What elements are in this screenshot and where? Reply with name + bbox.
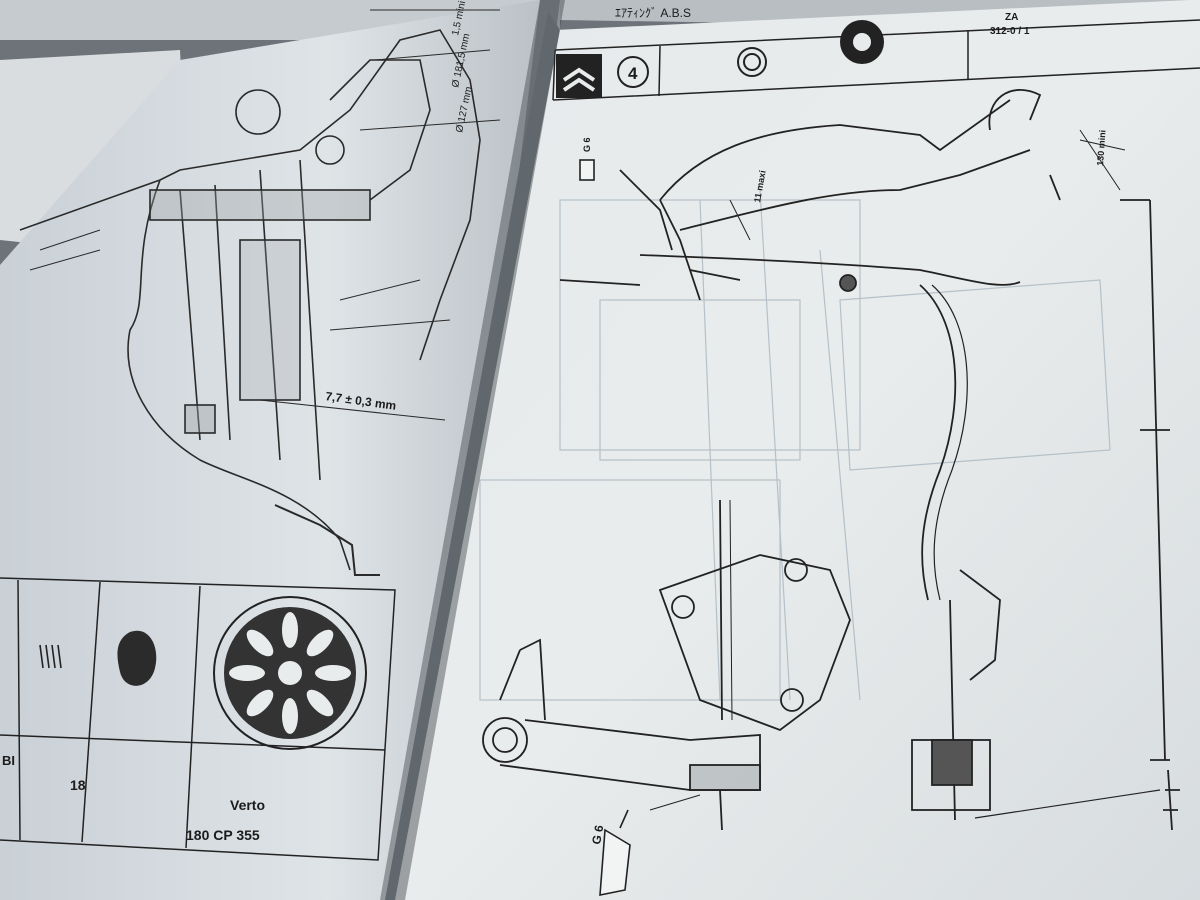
spec-table bbox=[0, 577, 396, 861]
travel-min-dimension: 130 mini bbox=[1095, 129, 1107, 166]
pedal-cable-drawing bbox=[559, 89, 1180, 831]
clutch-disc-dark-icon bbox=[840, 20, 884, 64]
svg-text:4: 4 bbox=[628, 64, 638, 83]
color-value: Verto bbox=[230, 797, 265, 813]
mounting-bracket-drawing bbox=[482, 499, 851, 831]
right-page: 4 ZA 312-0 / 1 bbox=[385, 0, 1200, 900]
background-text: ｴｱﾃｨﾝｸﾞ A.B.S bbox=[615, 6, 691, 20]
citroen-logo bbox=[556, 54, 602, 98]
clutch-disc-small-icon bbox=[737, 47, 767, 77]
grease-tube-icon bbox=[579, 159, 631, 896]
clutch-disc-icon bbox=[213, 596, 367, 750]
table-cell-partial: BI bbox=[2, 753, 15, 768]
section-number-badge: 4 bbox=[617, 56, 649, 88]
part-code-value: 180 CP 355 bbox=[186, 827, 260, 843]
grease-label-bottom: G 6 bbox=[589, 824, 606, 846]
quantity-value: 18 bbox=[70, 777, 86, 793]
spring-icon bbox=[39, 644, 62, 669]
book-spine-shadow bbox=[380, 0, 565, 900]
grease-blob-icon bbox=[117, 630, 157, 686]
clutch-cross-section-drawing bbox=[19, 9, 501, 576]
ref-code-line1: ZA bbox=[1005, 12, 1018, 23]
grease-label-top: G 6 bbox=[582, 137, 592, 152]
ref-code-line2: 312-0 / 1 bbox=[990, 26, 1030, 37]
